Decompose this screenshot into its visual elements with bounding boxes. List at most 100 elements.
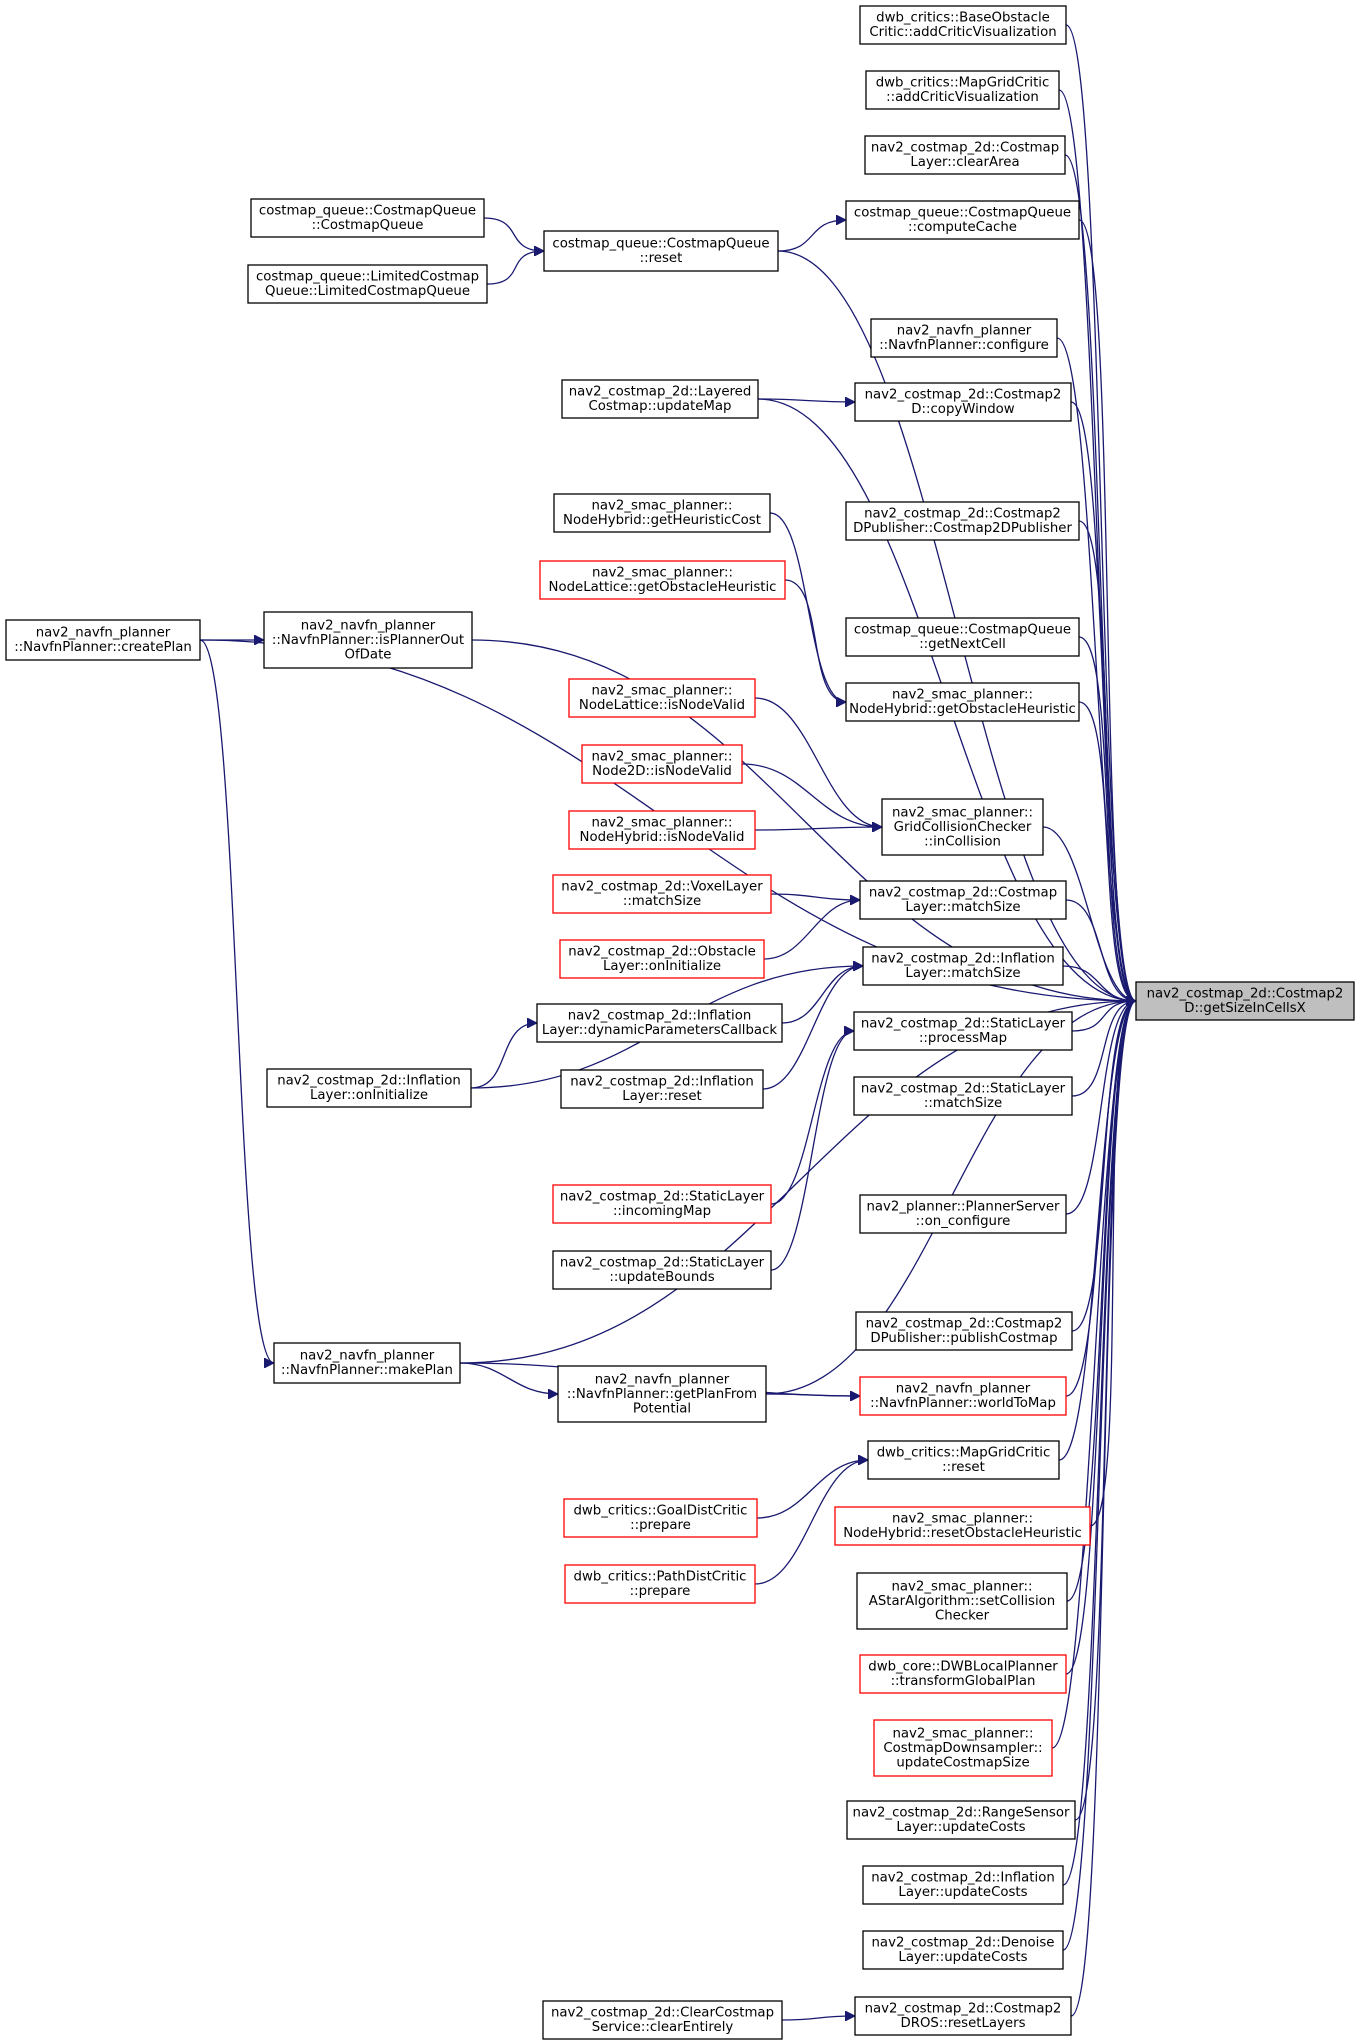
node-denoise-layer-update-costs[interactable]: nav2_costmap_2d::DenoiseLayer::updateCos… [862, 1930, 1064, 1970]
node-node-lattice-is-node-valid[interactable]: nav2_smac_planner::NodeLattice::isNodeVa… [568, 678, 756, 718]
node-box [552, 874, 772, 914]
edge-voxel-layer-match-size-to-costmap-layer-match-size [770, 893, 860, 900]
edge-line [741, 763, 882, 827]
edge-line [754, 1460, 868, 1585]
edge-line [754, 827, 882, 830]
node-map-grid-critic-add-critic-visualization[interactable]: dwb_critics::MapGridCritic::addCriticVis… [865, 70, 1060, 110]
edge-navfn-planner-create-plan-to-navfn-planner-make-plan [199, 639, 275, 1363]
node-node-hybrid-reset-obstacle-heuristic[interactable]: nav2_smac_planner::NodeHybrid::resetObst… [834, 1506, 1091, 1546]
node-label-line: costmap_queue::CostmapQueue [854, 623, 1071, 638]
node-box [5, 619, 201, 661]
node-node2d-is-node-valid[interactable]: nav2_smac_planner::Node2D::isNodeValid [581, 744, 743, 784]
edge-line [1089, 1001, 1137, 1527]
node-label-line: D::copyWindow [911, 402, 1015, 417]
node-grid-collision-checker-in-collision[interactable]: nav2_smac_planner::GridCollisionChecker:… [881, 798, 1044, 856]
edge-line [777, 220, 846, 252]
node-costmap-queue-reset[interactable]: costmap_queue::CostmapQueue::reset [543, 230, 779, 272]
edge-line [1064, 154, 1137, 1001]
node-costmap2d-publisher-constructor[interactable]: nav2_costmap_2d::Costmap2DPublisher::Cos… [845, 501, 1080, 541]
edge-navfn-planner-get-plan-from-potential-to-navfn-planner-world-to-map [765, 1394, 860, 1396]
node-costmap2d-ros-reset-layers[interactable]: nav2_costmap_2d::Costmap2DROS::resetLaye… [854, 1996, 1072, 2036]
edge-planner-server-on-configure-to-get-size-in-cells-x [1065, 1001, 1137, 1215]
node-label-line: updateCostmapSize [896, 1755, 1029, 1770]
node-planner-server-on-configure[interactable]: nav2_planner::PlannerServer::on_configur… [859, 1194, 1067, 1234]
node-inflation-layer-match-size[interactable]: nav2_costmap_2d::InflationLayer::matchSi… [862, 946, 1064, 986]
node-navfn-planner-create-plan[interactable]: nav2_navfn_planner::NavfnPlanner::create… [5, 619, 201, 661]
edge-line [470, 1023, 537, 1089]
node-box [845, 501, 1080, 541]
node-static-layer-match-size[interactable]: nav2_costmap_2d::StaticLayer::matchSize [853, 1076, 1073, 1116]
node-label-line: Layer::updateCosts [898, 1950, 1027, 1965]
node-range-sensor-layer-update-costs[interactable]: nav2_costmap_2d::RangeSensorLayer::updat… [846, 1800, 1076, 1840]
node-node-hybrid-get-heuristic-cost[interactable]: nav2_smac_planner::NodeHybrid::getHeuris… [553, 493, 771, 533]
node-goal-dist-critic-prepare[interactable]: dwb_critics::GoalDistCritic::prepare [563, 1498, 758, 1538]
node-static-layer-incoming-map[interactable]: nav2_costmap_2d::StaticLayer::incomingMa… [552, 1184, 772, 1224]
node-static-layer-process-map[interactable]: nav2_costmap_2d::StaticLayer::processMap [853, 1011, 1073, 1051]
edge-line [1070, 401, 1137, 1001]
edge-line [765, 1394, 860, 1396]
edge-line [1056, 337, 1137, 1001]
node-inflation-layer-dynamic-parameters-callback[interactable]: nav2_costmap_2d::InflationLayer::dynamic… [536, 1003, 783, 1043]
edge-grid-collision-checker-in-collision-to-get-size-in-cells-x [1042, 826, 1137, 1001]
node-inflation-layer-on-initialize[interactable]: nav2_costmap_2d::InflationLayer::onIniti… [266, 1068, 472, 1108]
node-label-line: ::reset [942, 1460, 985, 1475]
node-box [263, 611, 473, 669]
edge-line [770, 1031, 855, 1271]
node-label-line: nav2_costmap_2d::Inflation [871, 952, 1055, 967]
node-navfn-planner-is-planner-out-of-date[interactable]: nav2_navfn_planner::NavfnPlanner::isPlan… [263, 611, 473, 669]
node-costmap-queue-constructor[interactable]: costmap_queue::CostmapQueue::CostmapQueu… [250, 198, 485, 238]
node-label-line: nav2_costmap_2d::StaticLayer [560, 1256, 765, 1271]
node-node-hybrid-is-node-valid[interactable]: nav2_smac_planner::NodeHybrid::isNodeVal… [568, 810, 756, 850]
node-get-size-in-cells-x[interactable]: nav2_costmap_2d::Costmap2D::getSizeInCel… [1135, 981, 1355, 1021]
node-box [853, 1011, 1073, 1051]
node-costmap-downsampler-update-costmap-size[interactable]: nav2_smac_planner::CostmapDownsampler::u… [873, 1719, 1053, 1777]
edge-line [770, 893, 860, 900]
node-map-grid-critic-reset[interactable]: dwb_critics::MapGridCritic::reset [867, 1440, 1060, 1480]
node-costmap2d-copy-window[interactable]: nav2_costmap_2d::Costmap2D::copyWindow [854, 382, 1072, 422]
node-label-line: nav2_smac_planner:: [892, 805, 1033, 820]
node-costmap-queue-get-next-cell[interactable]: costmap_queue::CostmapQueue::getNextCell [845, 617, 1080, 657]
node-static-layer-update-bounds[interactable]: nav2_costmap_2d::StaticLayer::updateBoun… [552, 1250, 772, 1290]
node-box [266, 1068, 472, 1108]
node-path-dist-critic-prepare[interactable]: dwb_critics::PathDistCritic::prepare [564, 1564, 756, 1604]
node-box [859, 1654, 1067, 1694]
edge-node-lattice-is-node-valid-to-grid-collision-checker-in-collision [754, 697, 882, 827]
edge-line [754, 697, 882, 827]
edge-line [1078, 701, 1137, 1001]
node-label-line: costmap_queue::LimitedCostmap [256, 270, 479, 285]
node-navfn-planner-world-to-map[interactable]: nav2_navfn_planner::NavfnPlanner::worldT… [859, 1376, 1067, 1416]
node-voxel-layer-match-size[interactable]: nav2_costmap_2d::VoxelLayer::matchSize [552, 874, 772, 914]
node-label-line: ::computeCache [908, 220, 1017, 235]
node-label-line: costmap_queue::CostmapQueue [259, 204, 476, 219]
node-label-line: NodeHybrid::getObstacleHeuristic [849, 702, 1076, 717]
node-astar-algorithm-set-collision-checker[interactable]: nav2_smac_planner::AStarAlgorithm::setCo… [856, 1572, 1068, 1630]
node-obstacle-layer-on-initialize[interactable]: nav2_costmap_2d::ObstacleLayer::onInitia… [559, 939, 765, 979]
node-base-obstacle-critic-add-critic-visualization[interactable]: dwb_critics::BaseObstacleCritic::addCrit… [859, 5, 1067, 45]
node-label-line: ::matchSize [924, 1096, 1002, 1111]
edge-inflation-layer-update-costs-to-get-size-in-cells-x [1062, 1001, 1137, 1886]
node-costmap-queue-compute-cache[interactable]: costmap_queue::CostmapQueue::computeCach… [845, 200, 1080, 240]
node-layered-costmap-update-map[interactable]: nav2_costmap_2d::LayeredCostmap::updateM… [561, 379, 759, 419]
node-dwb-local-planner-transform-global-plan[interactable]: dwb_core::DWBLocalPlanner::transformGlob… [859, 1654, 1067, 1694]
edge-inflation-layer-match-size-to-get-size-in-cells-x [1062, 965, 1136, 1001]
node-label-line: nav2_navfn_planner [301, 618, 436, 633]
node-node-hybrid-get-obstacle-heuristic[interactable]: nav2_smac_planner::NodeHybrid::getObstac… [845, 682, 1080, 722]
edge-goal-dist-critic-prepare-to-map-grid-critic-reset [756, 1460, 868, 1519]
node-label-line: nav2_smac_planner:: [591, 816, 732, 831]
nodes-layer: nav2_costmap_2d::Costmap2D::getSizeInCel… [5, 5, 1355, 2040]
node-navfn-planner-configure[interactable]: nav2_navfn_planner::NavfnPlanner::config… [870, 318, 1058, 358]
node-label-line: nav2_smac_planner:: [591, 750, 732, 765]
node-label-line: Critic::addCriticVisualization [869, 25, 1056, 40]
node-navfn-planner-make-plan[interactable]: nav2_navfn_planner::NavfnPlanner::makePl… [273, 1342, 461, 1384]
node-inflation-layer-update-costs[interactable]: nav2_costmap_2d::InflationLayer::updateC… [862, 1865, 1064, 1905]
node-node-lattice-get-obstacle-heuristic[interactable]: nav2_smac_planner::NodeLattice::getObsta… [539, 560, 786, 600]
node-navfn-planner-get-plan-from-potential[interactable]: nav2_navfn_planner::NavfnPlanner::getPla… [557, 1365, 767, 1423]
node-clear-costmap-service-clear-entirely[interactable]: nav2_costmap_2d::ClearCostmapService::cl… [542, 2000, 783, 2040]
node-box [845, 682, 1080, 722]
node-costmap2d-publisher-publish-costmap[interactable]: nav2_costmap_2d::Costmap2DPublisher::pub… [855, 1311, 1073, 1351]
node-label-line: nav2_navfn_planner [595, 1372, 730, 1387]
node-limited-costmap-queue-constructor[interactable]: costmap_queue::LimitedCostmapQueue::Limi… [247, 264, 488, 304]
